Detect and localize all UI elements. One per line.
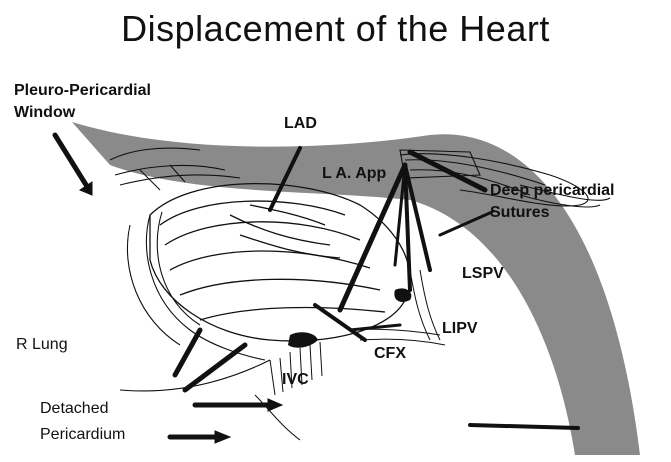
label-lad: LAD <box>284 115 317 133</box>
label-pleuro-pericardial: Pleuro-Pericardial <box>14 82 151 100</box>
label-sutures: Sutures <box>490 204 550 222</box>
label-r-lung: R Lung <box>16 336 68 354</box>
r-lung-arrow-1 <box>175 330 200 375</box>
band-marker <box>470 425 578 428</box>
r-lung-arrow-2 <box>185 345 245 390</box>
label-lspv: LSPV <box>462 265 504 283</box>
detached-arrow-1-head <box>268 399 282 411</box>
detached-arrow-2-head <box>215 431 230 443</box>
lower-hatching <box>255 270 445 440</box>
label-pericardium: Pericardium <box>40 426 125 444</box>
sac-lines <box>120 212 270 391</box>
label-ivc: IVC <box>282 371 309 389</box>
label-deep-pericardial: Deep pericardial <box>490 182 615 200</box>
pleuro-window-arrow <box>55 135 88 188</box>
label-detached: Detached <box>40 400 109 418</box>
label-la-app: L A. App <box>322 165 386 183</box>
label-lipv: LIPV <box>442 320 478 338</box>
label-window: Window <box>14 104 75 122</box>
label-cfx: CFX <box>374 345 406 363</box>
